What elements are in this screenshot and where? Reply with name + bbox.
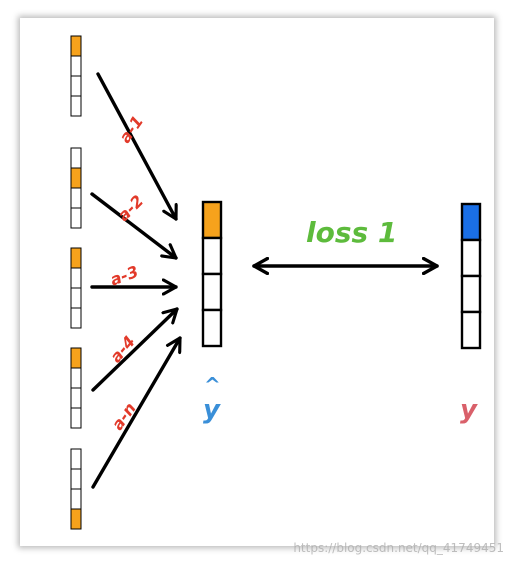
input-vector-5-cell-1 bbox=[70, 448, 82, 470]
input-vector-3-cell-1 bbox=[70, 247, 82, 269]
input-vector-4 bbox=[70, 347, 82, 429]
input-vector-2 bbox=[70, 147, 82, 229]
prediction-vector-cell-2 bbox=[201, 236, 223, 276]
arrow-n bbox=[91, 336, 182, 489]
weight-labels: a-1 a-2 a-3 a-4 a-n bbox=[106, 112, 147, 433]
input-vectors bbox=[70, 35, 82, 530]
target-vector-cell-4 bbox=[460, 310, 482, 350]
weight-label-n: a-n bbox=[108, 399, 140, 434]
target-vector-cell-3 bbox=[460, 274, 482, 314]
input-vector-1-cell-4 bbox=[70, 95, 82, 117]
input-vector-2-cell-3 bbox=[70, 187, 82, 209]
arrow-2 bbox=[90, 192, 178, 260]
input-vector-3-cell-2 bbox=[70, 267, 82, 289]
input-vector-5-cell-2 bbox=[70, 468, 82, 490]
prediction-vector-cell-3 bbox=[201, 272, 223, 312]
input-vector-5 bbox=[70, 448, 82, 530]
weight-label-4: a-4 bbox=[106, 332, 139, 366]
input-vector-1-cell-3 bbox=[70, 75, 82, 97]
input-vector-3 bbox=[70, 247, 82, 329]
input-vector-2-cell-1 bbox=[70, 147, 82, 169]
input-vector-5-cell-3 bbox=[70, 488, 82, 510]
prediction-vector bbox=[201, 200, 223, 348]
weight-label-2: a-2 bbox=[114, 191, 148, 225]
prediction-vector-cell-4 bbox=[201, 308, 223, 348]
watermark: https://blog.csdn.net/qq_41749451 bbox=[293, 541, 504, 555]
input-vector-1 bbox=[70, 35, 82, 117]
prediction-label: y bbox=[203, 395, 221, 425]
input-vector-2-cell-2 bbox=[70, 167, 82, 189]
input-arrows bbox=[90, 72, 182, 489]
input-vector-4-cell-2 bbox=[70, 367, 82, 389]
arrow-4 bbox=[91, 307, 179, 392]
input-vector-1-cell-1 bbox=[70, 35, 82, 57]
prediction-vector-cell-1 bbox=[201, 200, 223, 240]
diagram-card bbox=[20, 18, 494, 546]
input-vector-4-cell-4 bbox=[70, 407, 82, 429]
prediction-hat: ^ bbox=[204, 373, 221, 397]
arrow-1 bbox=[96, 72, 176, 221]
loss-label: loss 1 bbox=[306, 216, 397, 249]
input-vector-1-cell-2 bbox=[70, 55, 82, 77]
input-vector-2-cell-4 bbox=[70, 207, 82, 229]
input-vector-3-cell-4 bbox=[70, 307, 82, 329]
input-vector-3-cell-3 bbox=[70, 287, 82, 309]
target-vector bbox=[460, 202, 482, 350]
input-vector-5-cell-4 bbox=[70, 508, 82, 530]
target-label: y bbox=[460, 395, 478, 425]
input-vector-4-cell-1 bbox=[70, 347, 82, 369]
input-vector-4-cell-3 bbox=[70, 387, 82, 409]
target-vector-cell-2 bbox=[460, 238, 482, 278]
target-vector-cell-1 bbox=[460, 202, 482, 242]
